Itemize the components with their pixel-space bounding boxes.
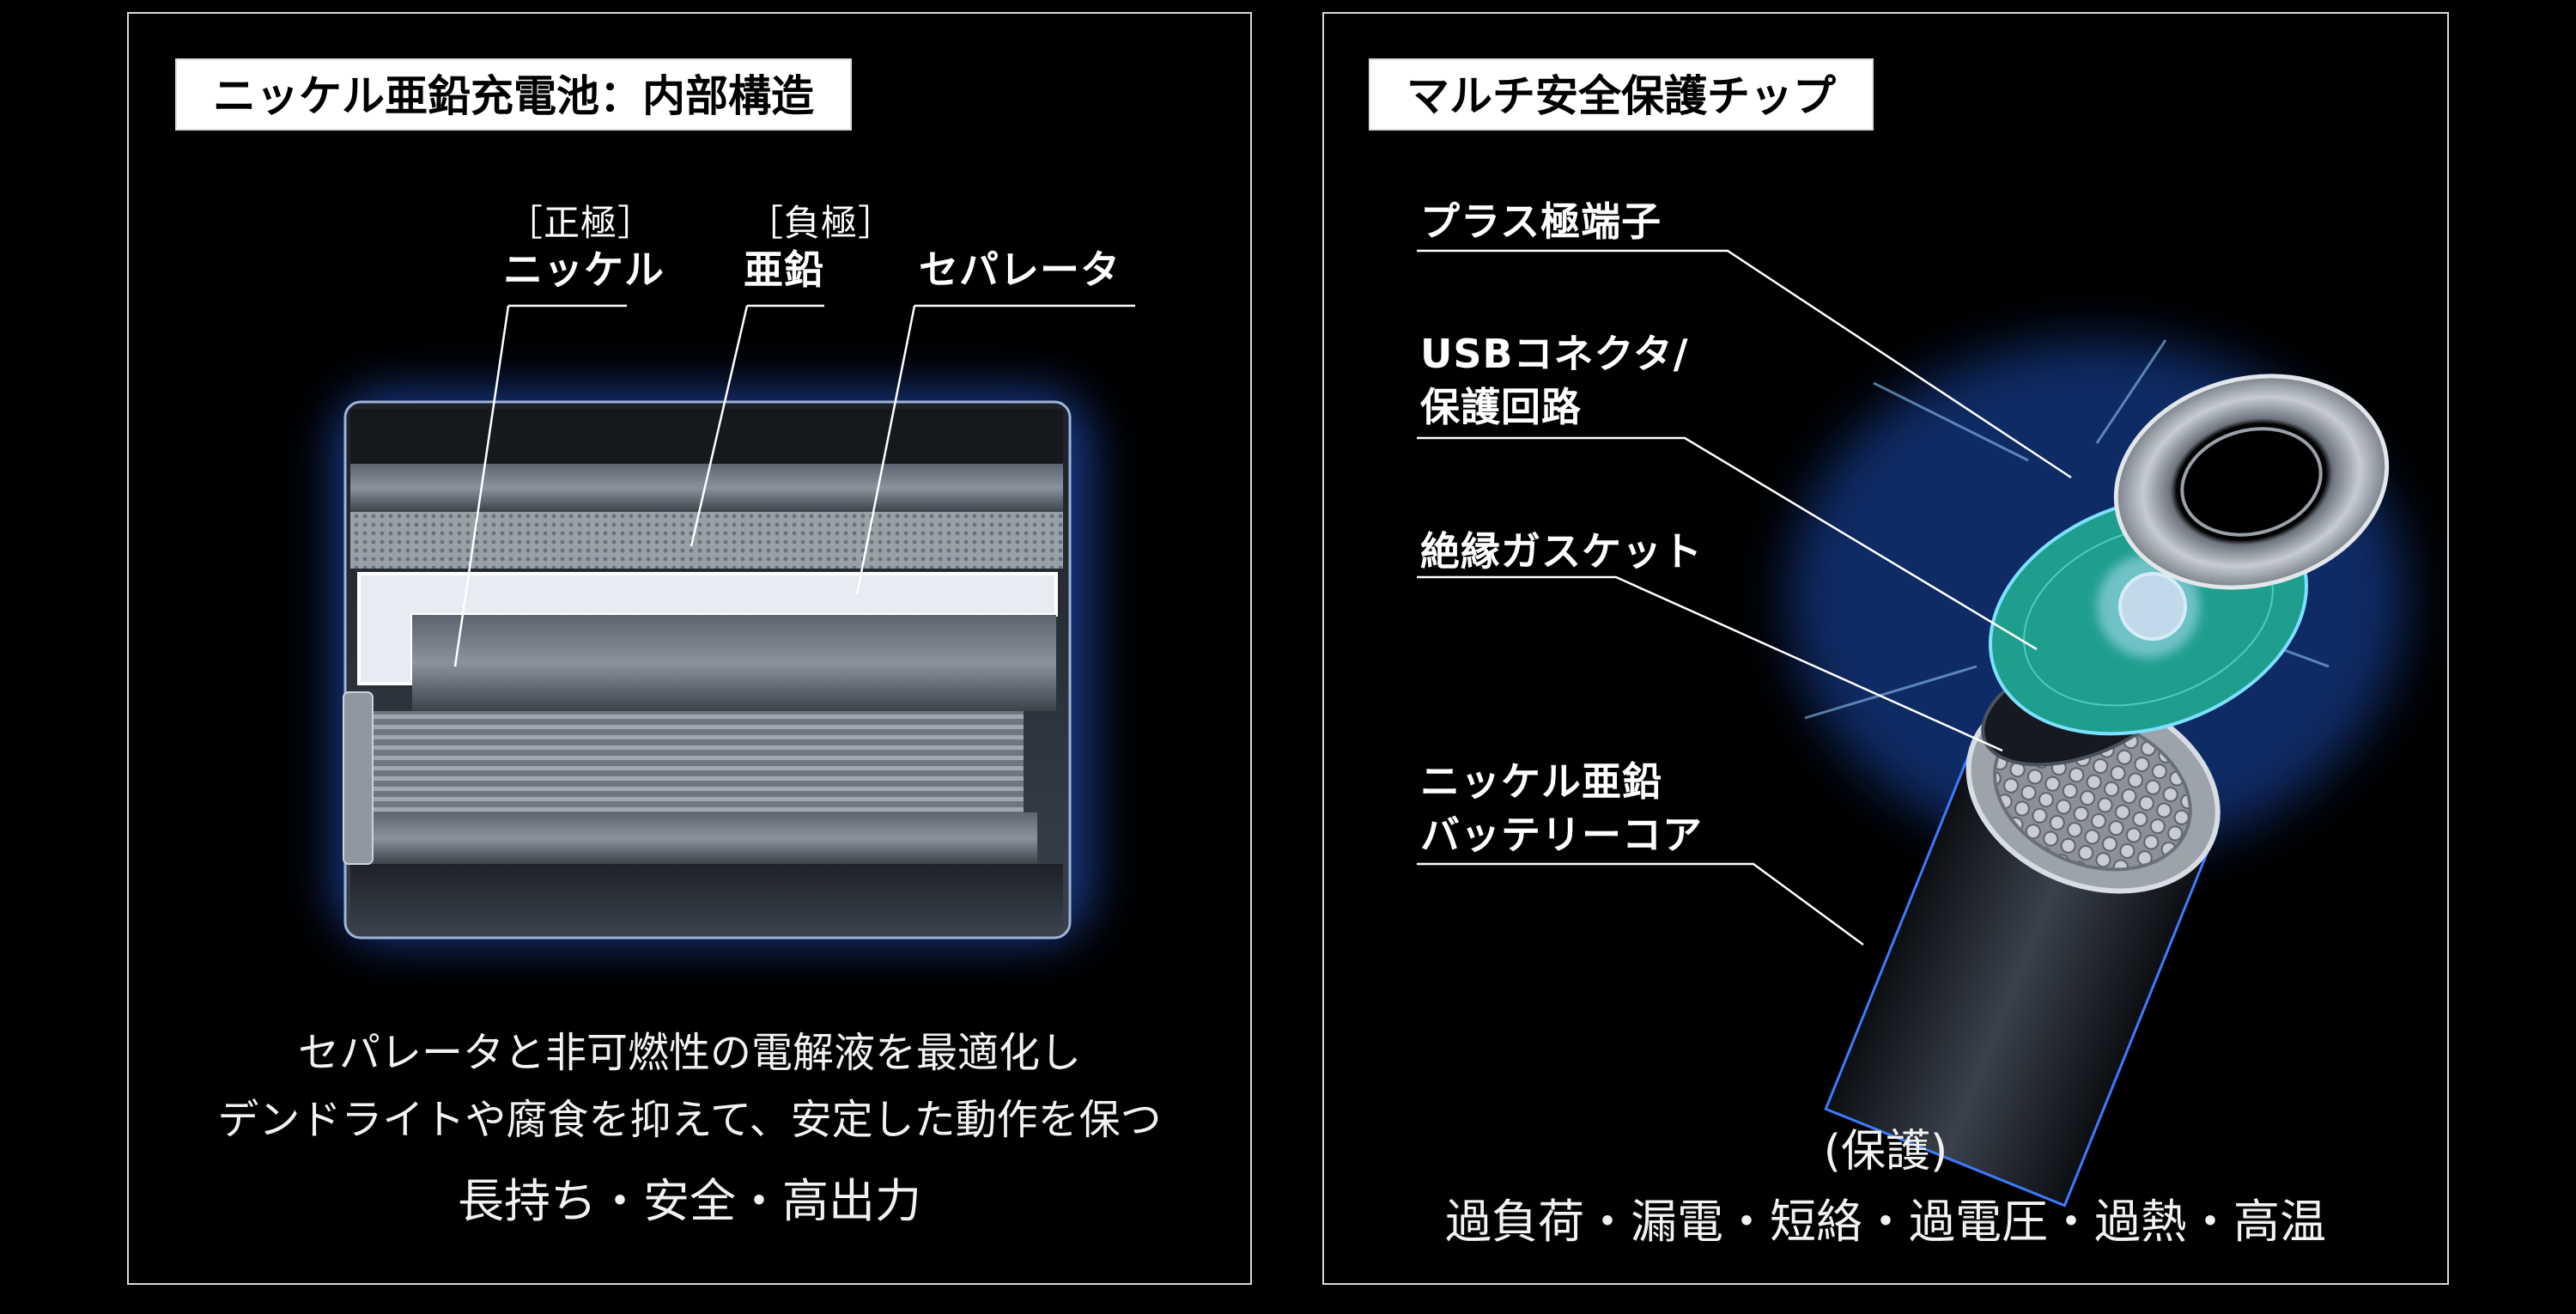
leader-lines: [1417, 249, 2072, 946]
leader-nickel: [453, 305, 510, 667]
features-text: 長持ち・安全・高出力: [458, 1174, 921, 1228]
exploded-battery-illustration: [1417, 249, 2406, 1208]
nickel-layer: [412, 615, 1056, 711]
zinc-mesh-layer: [350, 512, 1063, 569]
top-layer: [350, 409, 1063, 464]
battery-cross-section-illustration: [335, 304, 1135, 941]
negative-electrode-tag: ［負極］: [747, 202, 896, 244]
battery-cylinder: [1824, 688, 2221, 1208]
left-panel-title: ニッケル亜鉛充電池：内部構造: [175, 58, 852, 131]
terminal-label: プラス極端子: [1420, 198, 1662, 245]
caption-line-2: デンドライトや腐食を抑えて、安定した動作を保つ: [217, 1096, 1162, 1144]
core-label-line1: ニッケル亜鉛: [1420, 758, 1662, 805]
lower-metal-layer: [359, 812, 1037, 864]
caption-line-1: セパレータと非可燃性の電解液を最適化し: [297, 1029, 1081, 1077]
protection-heading: (保護): [1823, 1126, 1948, 1177]
metal-layer: [350, 464, 1063, 512]
gasket-label: 絶縁ガスケット: [1420, 528, 1703, 575]
separator-label: セパレータ: [919, 246, 1121, 293]
protection-chip-panel: マルチ安全保護チップ: [1322, 12, 2449, 1285]
usb-label-line2: 保護回路: [1420, 384, 1582, 430]
internal-structure-panel: ニッケル亜鉛充電池：内部構造: [127, 12, 1252, 1285]
protection-list: 過負荷・漏電・短絡・過電圧・過熱・高温: [1445, 1195, 2326, 1249]
ring-hole: [2180, 427, 2323, 537]
right-panel-title: マルチ安全保護チップ: [1369, 58, 1874, 131]
end-cap: [343, 691, 374, 865]
leader-zinc: [690, 305, 749, 547]
nickel-label: ニッケル: [503, 246, 665, 293]
leader-separator: [855, 305, 916, 595]
usb-label-line1: USBコネクタ/: [1420, 331, 1689, 377]
positive-electrode-tag: ［正極］: [507, 202, 655, 244]
bottom-casing: [350, 864, 1063, 933]
core-label-line2: バッテリーコア: [1420, 812, 1703, 858]
zinc-label: 亜鉛: [744, 246, 824, 293]
ribbed-core: [371, 711, 1024, 812]
pcb-light: [2097, 555, 2200, 658]
